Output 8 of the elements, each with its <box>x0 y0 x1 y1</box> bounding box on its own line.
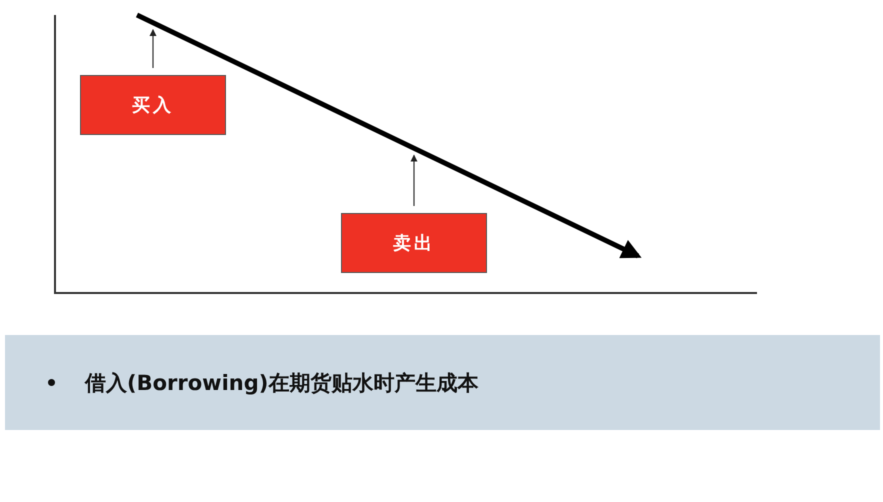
action-box <box>80 75 226 135</box>
action-label: 卖出 <box>393 232 435 255</box>
note-text: 借入(Borrowing)在期货贴水时产生成本 <box>85 370 478 396</box>
note-band <box>5 335 880 430</box>
action-box <box>341 213 487 273</box>
arrow <box>150 29 156 68</box>
arrow <box>410 154 418 206</box>
action-label: 买入 <box>132 94 174 117</box>
